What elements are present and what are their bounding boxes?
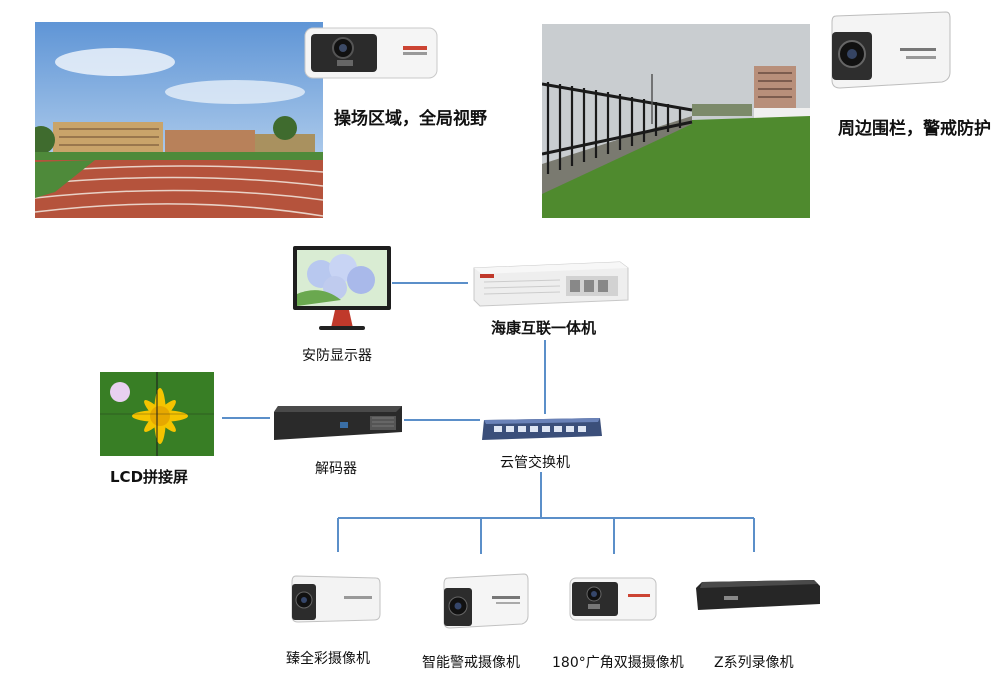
cloud-switch-image	[480, 414, 604, 444]
endpoint-label-4: Z系列录像机	[714, 655, 794, 671]
playground-photo	[35, 22, 323, 218]
lcd-wall-image	[100, 372, 214, 456]
lcd-wall-label: LCD拼接屏	[110, 468, 189, 486]
decoder-image	[270, 402, 406, 444]
security-monitor-image	[291, 244, 393, 332]
full-color-camera-image	[290, 570, 382, 626]
wide-angle-camera-image	[568, 576, 658, 622]
endpoint-label-1: 臻全彩摄像机	[286, 651, 370, 667]
smart-alert-camera-image	[440, 572, 530, 630]
playground-caption: 操场区域，全局视野	[334, 109, 487, 129]
switch-label: 云管交换机	[500, 455, 570, 471]
fence-photo	[542, 24, 810, 218]
all-in-one-label: 海康互联一体机	[491, 319, 597, 337]
decoder-label: 解码器	[315, 461, 357, 477]
endpoint-label-3: 180°广角双摄摄像机	[552, 655, 684, 671]
bullet-camera-image	[826, 10, 952, 90]
z-series-recorder-image	[694, 576, 822, 616]
all-in-one-machine-image	[470, 260, 630, 308]
endpoint-label-2: 智能警戒摄像机	[422, 655, 520, 671]
fence-caption: 周边围栏，警戒防护	[838, 119, 991, 139]
panoramic-camera-image	[303, 24, 439, 82]
monitor-label: 安防显示器	[302, 348, 372, 364]
